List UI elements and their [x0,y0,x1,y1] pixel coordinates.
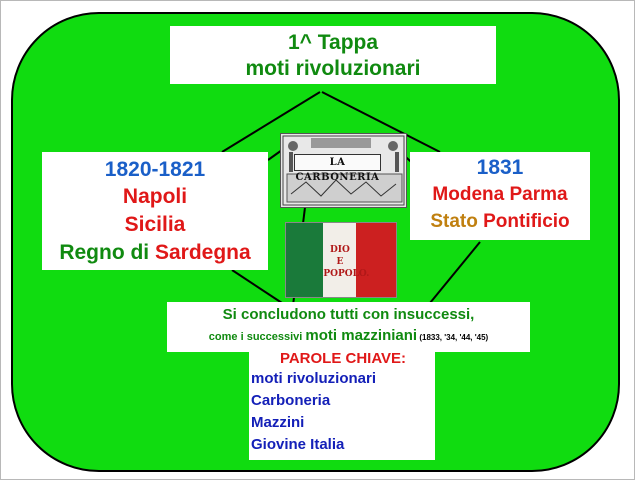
carboneria-label: LA CARBONERIA [294,154,381,183]
right-line2-b: Pontificio [483,211,570,232]
flag-red-stripe [356,223,396,297]
flag-white-stripe [323,223,357,297]
conclusion-main: moti mazziniani [305,327,418,344]
keywords-box: PAROLE CHIAVE: moti rivoluzionari Carbon… [249,350,435,460]
keyword-item: Mazzini [251,414,305,431]
left-line3-b: Sardegna [154,241,251,264]
dio-e-popolo-flag: DIO E POPOLO. [285,222,397,298]
right-year: 1831 [476,156,524,179]
keyword-item: Giovine Italia [251,436,345,453]
flag-text-line3: POPOLO. [323,269,370,279]
flag-green-stripe [286,223,324,297]
left-box-1820: 1820-1821 Napoli Sicilia Regno di Sardeg… [42,152,268,270]
title-box: 1^ Tappa moti rivoluzionari [170,26,496,84]
connector-carboneria-left [267,149,283,161]
left-line3-a: Regno di [59,241,155,264]
keywords-heading: PAROLE CHIAVE: [279,350,407,367]
left-year: 1820-1821 [104,158,206,181]
right-line1: Modena Parma [432,184,568,205]
conclusion-box: Si concludono tutti con insuccessi, come… [167,302,530,352]
conclusion-line2: come i successivi moti mazziniani (1833,… [167,326,530,348]
conclusion-years: (1833, '34, '44, '45) [417,333,489,342]
title-line1: 1^ Tappa [287,31,379,54]
carboneria-image: LA CARBONERIA [280,133,407,208]
connector-title-right [321,91,441,153]
flag-text-line2: E [336,257,344,267]
conclusion-prefix: come i successivi [208,331,306,343]
left-line1: Napoli [122,185,188,208]
carboneria-decoration [282,135,405,206]
right-line2-a: Stato [430,211,484,232]
right-box-1831: 1831 Modena Parma Stato Pontificio [410,152,590,240]
keyword-item: Carboneria [251,392,331,409]
left-line2: Sicilia [124,213,186,236]
keyword-item: moti rivoluzionari [251,370,377,387]
flag-text-line1: DIO [329,245,350,255]
connector-right-conclusion [429,241,481,304]
conclusion-line1: Si concludono tutti con insuccessi, [222,306,475,323]
right-line2: Stato Pontificio [410,208,590,235]
connector-title-left [221,91,321,153]
left-line3: Regno di Sardegna [42,239,268,267]
connector-left-conclusion [231,269,283,304]
title-line2: moti rivoluzionari [245,57,421,80]
